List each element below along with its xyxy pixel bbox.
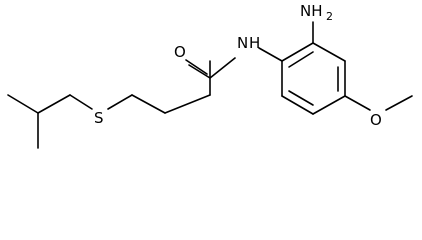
amino-group-label: NH bbox=[300, 2, 323, 20]
sulfur-atom: S bbox=[94, 109, 104, 127]
chemical-structure-figure: S O N H bbox=[7, 2, 413, 149]
bond-carbonyl-nitrogen bbox=[209, 57, 236, 79]
amide-nitrogen-atom: N bbox=[237, 34, 248, 52]
bond-sulfur-c4 bbox=[107, 94, 133, 110]
bond-methyl-top bbox=[7, 94, 39, 114]
bond-ring-methoxy-o bbox=[344, 95, 371, 111]
amino-subscript: 2 bbox=[326, 10, 333, 23]
amide-hydrogen-atom: H bbox=[249, 34, 260, 52]
bond-c3-c2 bbox=[164, 94, 211, 114]
bond-ch2-sulfur bbox=[69, 94, 93, 110]
benzene-ring bbox=[281, 42, 346, 115]
structure-canvas: S O N H bbox=[7, 2, 413, 149]
bond-methoxy-methyl bbox=[385, 95, 413, 111]
bond-c4-c3 bbox=[131, 94, 166, 114]
carbonyl-double-bond-b bbox=[188, 64, 211, 79]
bond-nitrogen-ring bbox=[258, 47, 283, 62]
methoxy-oxygen-atom: O bbox=[370, 111, 382, 129]
bond-isobutyl-ch2 bbox=[37, 94, 71, 114]
carbonyl-oxygen-atom: O bbox=[174, 43, 186, 61]
carbonyl-double-bond-a bbox=[185, 59, 208, 75]
